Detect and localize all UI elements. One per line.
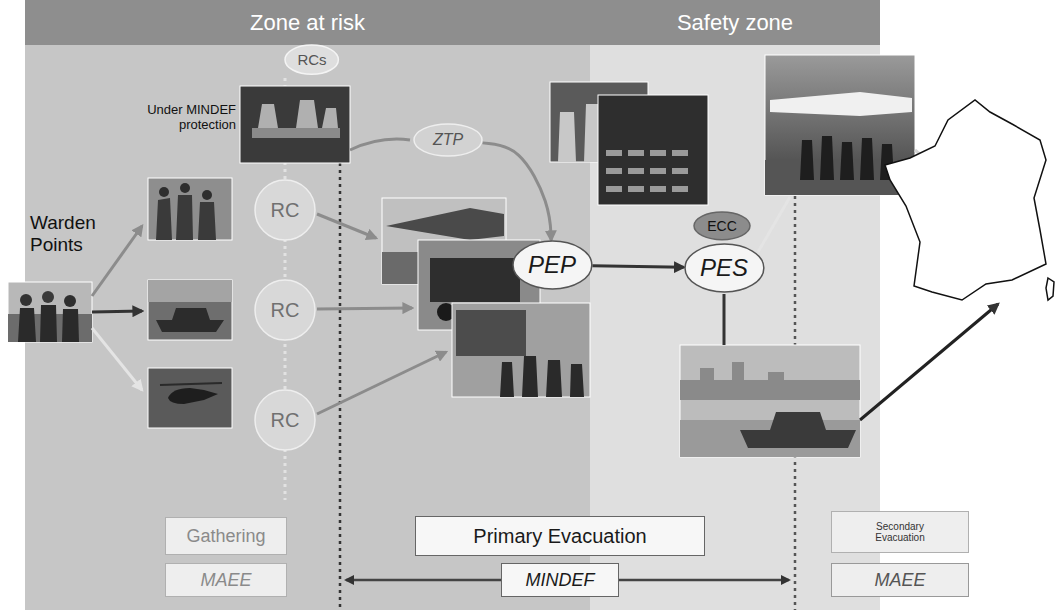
photo-detail bbox=[606, 150, 688, 192]
rc-circle: RC bbox=[254, 389, 316, 451]
photo-detail bbox=[430, 258, 520, 302]
rc-circle: RC bbox=[254, 279, 316, 341]
node-text: Zone at risk bbox=[250, 10, 365, 35]
flow-curve bbox=[350, 139, 410, 150]
photo bbox=[452, 303, 590, 397]
photo bbox=[148, 368, 232, 428]
node-text: PES bbox=[700, 254, 748, 282]
ministry-box: MAEE bbox=[165, 563, 287, 597]
photo bbox=[240, 86, 350, 163]
flow-arrow bbox=[92, 226, 142, 296]
photo-detail bbox=[770, 92, 912, 116]
photo bbox=[148, 280, 232, 340]
photo-caption: Under MINDEF protection bbox=[104, 103, 236, 133]
photo-detail bbox=[18, 305, 79, 342]
flow-arrow bbox=[92, 328, 142, 390]
node-shape bbox=[513, 241, 592, 289]
photo-detail bbox=[456, 310, 526, 356]
ministry-box: MAEE bbox=[831, 563, 969, 597]
corsica-map bbox=[1046, 278, 1054, 300]
ztp-ellipse: ZTP bbox=[413, 123, 483, 157]
flow-arrow bbox=[317, 352, 446, 414]
pep-ellipse: PEP bbox=[512, 240, 593, 290]
flow-arrow bbox=[92, 311, 142, 312]
photo-detail bbox=[740, 412, 856, 448]
link-line bbox=[723, 294, 726, 345]
photo-detail bbox=[258, 100, 338, 128]
node-shape bbox=[414, 124, 482, 156]
node-text: MAEE bbox=[200, 570, 251, 591]
flow-connector bbox=[482, 143, 551, 240]
photo-detail bbox=[800, 136, 894, 180]
node-shape bbox=[255, 390, 315, 450]
photo-detail bbox=[64, 295, 76, 307]
photo-detail bbox=[680, 362, 860, 400]
node-text: MINDEF bbox=[526, 570, 595, 591]
dotted-boundary bbox=[339, 163, 342, 610]
photo-detail bbox=[148, 280, 232, 302]
node-text: RC bbox=[271, 299, 300, 322]
photo bbox=[148, 178, 232, 240]
group-label: Warden Points bbox=[30, 212, 120, 256]
photo bbox=[598, 95, 708, 205]
photo-detail bbox=[386, 208, 504, 240]
node-text: ECC bbox=[707, 218, 737, 234]
flow-arrow bbox=[860, 304, 998, 420]
photo-detail bbox=[156, 308, 224, 332]
node-text: Gathering bbox=[186, 526, 265, 547]
flow-arrow bbox=[317, 214, 376, 238]
node-shape bbox=[255, 280, 315, 340]
ministry-box: MINDEF bbox=[501, 563, 619, 597]
photo-detail bbox=[180, 183, 190, 193]
node-text: RC bbox=[271, 409, 300, 432]
photo bbox=[680, 345, 860, 457]
node-text: RC bbox=[271, 199, 300, 222]
flow-arrow bbox=[317, 308, 412, 309]
phase-box: Primary Evacuation bbox=[415, 516, 705, 556]
node-text: PEP bbox=[528, 251, 576, 279]
node-text: Primary Evacuation bbox=[473, 525, 646, 548]
pes-ellipse: PES bbox=[684, 243, 765, 293]
node-text: RCs bbox=[297, 51, 326, 68]
node-text: Safety zone bbox=[677, 10, 793, 35]
france-map bbox=[885, 100, 1046, 300]
zone-header: Safety zone bbox=[590, 0, 880, 45]
link-line bbox=[758, 197, 790, 252]
rc-circle: RC bbox=[254, 179, 316, 241]
rc-ellipse: RCs bbox=[284, 44, 339, 75]
photo-detail bbox=[202, 190, 212, 200]
photo-detail bbox=[42, 291, 54, 303]
node-shape bbox=[285, 45, 338, 74]
node-shape bbox=[255, 180, 315, 240]
photo-detail bbox=[500, 356, 584, 397]
photo-detail bbox=[160, 383, 222, 385]
flow-connector bbox=[592, 266, 683, 268]
node-shape bbox=[694, 212, 750, 240]
photo-detail bbox=[168, 388, 218, 404]
phase-box: Gathering bbox=[165, 517, 287, 555]
phase-box: Secondary Evacuation bbox=[831, 511, 969, 553]
photo-detail bbox=[156, 195, 216, 240]
zone-header: Zone at risk bbox=[25, 0, 590, 45]
node-shape bbox=[685, 244, 764, 292]
ecc-ellipse: ECC bbox=[693, 211, 751, 241]
photo-detail bbox=[252, 128, 340, 138]
photo-detail bbox=[20, 294, 32, 306]
node-text: MAEE bbox=[874, 570, 925, 591]
node-text: ZTP bbox=[433, 131, 463, 149]
photo bbox=[8, 282, 92, 342]
node-text: Secondary Evacuation bbox=[864, 521, 936, 544]
photo-detail bbox=[159, 187, 169, 197]
